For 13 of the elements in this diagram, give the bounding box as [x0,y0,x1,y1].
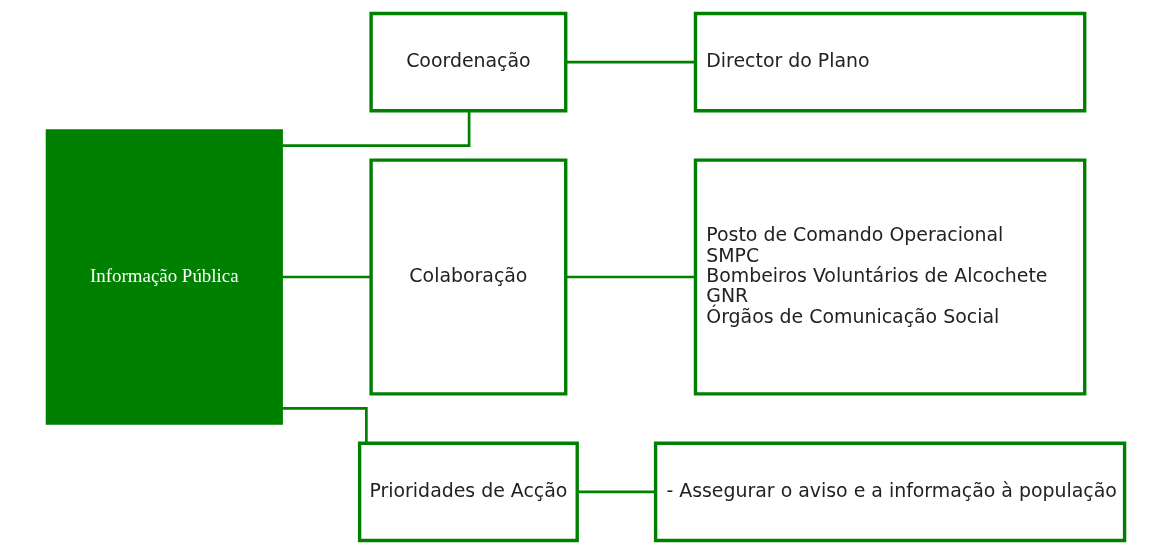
connector [565,275,695,279]
node-box: Director do Plano [693,11,1086,113]
connector [280,407,368,443]
node-box: Coordenação [368,11,567,113]
connector [280,275,371,279]
connector [577,490,655,494]
node-box: - Assegurar o aviso e a informação à população [653,441,1126,543]
node-box: Prioridades de Acção [357,441,579,543]
node-box: Colaboração [368,158,567,396]
connector [565,60,695,64]
connector [280,111,470,147]
node-box: Informação Pública [45,129,283,425]
node-box: Posto de Comando Operacional SMPC Bombeiros Voluntários de Alcochete GNR Órgãos de Comunicação Social [693,158,1086,396]
